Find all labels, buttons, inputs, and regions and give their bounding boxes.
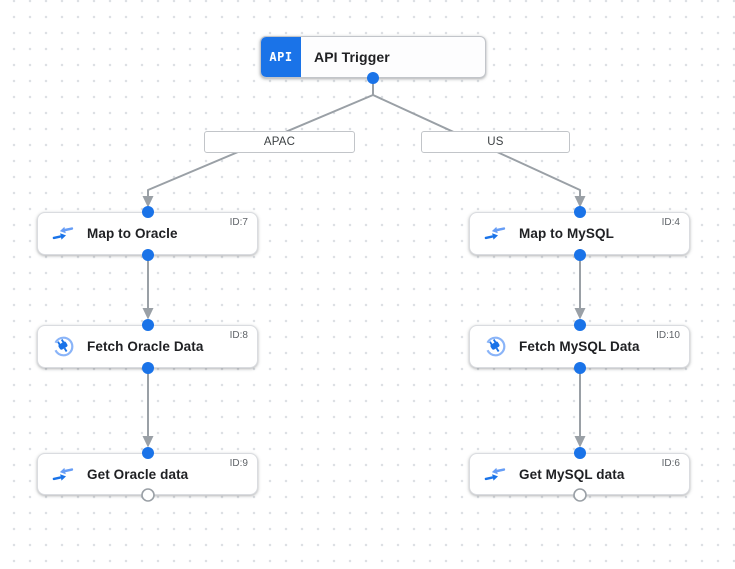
- connector-icon: [51, 336, 75, 358]
- data-mapping-icon: [483, 463, 507, 485]
- task-title: Fetch MySQL Data: [519, 339, 640, 354]
- branch-label-us[interactable]: US: [421, 131, 570, 153]
- arrowhead: [142, 436, 154, 448]
- connection-dot-in[interactable]: [574, 206, 586, 218]
- task-title: Map to MySQL: [519, 226, 614, 241]
- task-id-label: ID:4: [661, 217, 680, 228]
- task-node-map-to-mysql[interactable]: ID:4 Map to MySQL: [469, 212, 690, 255]
- task-title: Map to Oracle: [87, 226, 178, 241]
- task-title: Get MySQL data: [519, 466, 625, 482]
- task-id-label: ID:7: [229, 217, 248, 228]
- data-mapping-icon: [51, 223, 75, 245]
- trigger-node-api[interactable]: API API Trigger: [260, 36, 486, 78]
- task-node-get-mysql-data[interactable]: ID:6 Get MySQL data: [469, 453, 690, 495]
- connector-icon: [483, 336, 507, 358]
- connection-dot-in[interactable]: [574, 447, 586, 459]
- data-mapping-icon: [483, 223, 507, 245]
- connection-dot-out[interactable]: [574, 249, 586, 261]
- arrowhead: [142, 196, 154, 208]
- task-id-label: ID:9: [229, 458, 248, 469]
- task-title: Fetch Oracle Data: [87, 339, 204, 354]
- connection-dot-empty[interactable]: [573, 488, 587, 502]
- task-id-label: ID:6: [661, 458, 680, 469]
- connection-dot-in[interactable]: [142, 319, 154, 331]
- task-node-fetch-oracle-data[interactable]: ID:8 Fetch Oracle Data: [37, 325, 258, 368]
- task-id-label: ID:10: [656, 330, 680, 341]
- connection-dot-in[interactable]: [142, 206, 154, 218]
- task-node-fetch-mysql-data[interactable]: ID:10 Fetch MySQL Data: [469, 325, 690, 368]
- arrowhead: [574, 436, 586, 448]
- data-mapping-icon: [51, 463, 75, 485]
- arrowhead: [574, 308, 586, 320]
- arrowhead: [574, 196, 586, 208]
- connection-dot-in[interactable]: [574, 319, 586, 331]
- task-node-map-to-oracle[interactable]: ID:7 Map to Oracle: [37, 212, 258, 255]
- connection-dot-out[interactable]: [142, 362, 154, 374]
- api-badge: API: [261, 37, 301, 77]
- connection-dot-trigger-out[interactable]: [367, 72, 379, 84]
- connection-dot-empty[interactable]: [141, 488, 155, 502]
- trigger-title: API Trigger: [314, 49, 390, 65]
- connection-dot-out[interactable]: [574, 362, 586, 374]
- task-title: Get Oracle data: [87, 466, 189, 482]
- task-node-get-oracle-data[interactable]: ID:9 Get Oracle data: [37, 453, 258, 495]
- branch-label-text: APAC: [263, 136, 296, 148]
- task-id-label: ID:8: [229, 330, 248, 341]
- arrowhead: [142, 308, 154, 320]
- connection-dot-out[interactable]: [142, 249, 154, 261]
- branch-label-text: US: [487, 136, 504, 148]
- branch-label-apac[interactable]: APAC: [204, 131, 355, 153]
- connection-dot-in[interactable]: [142, 447, 154, 459]
